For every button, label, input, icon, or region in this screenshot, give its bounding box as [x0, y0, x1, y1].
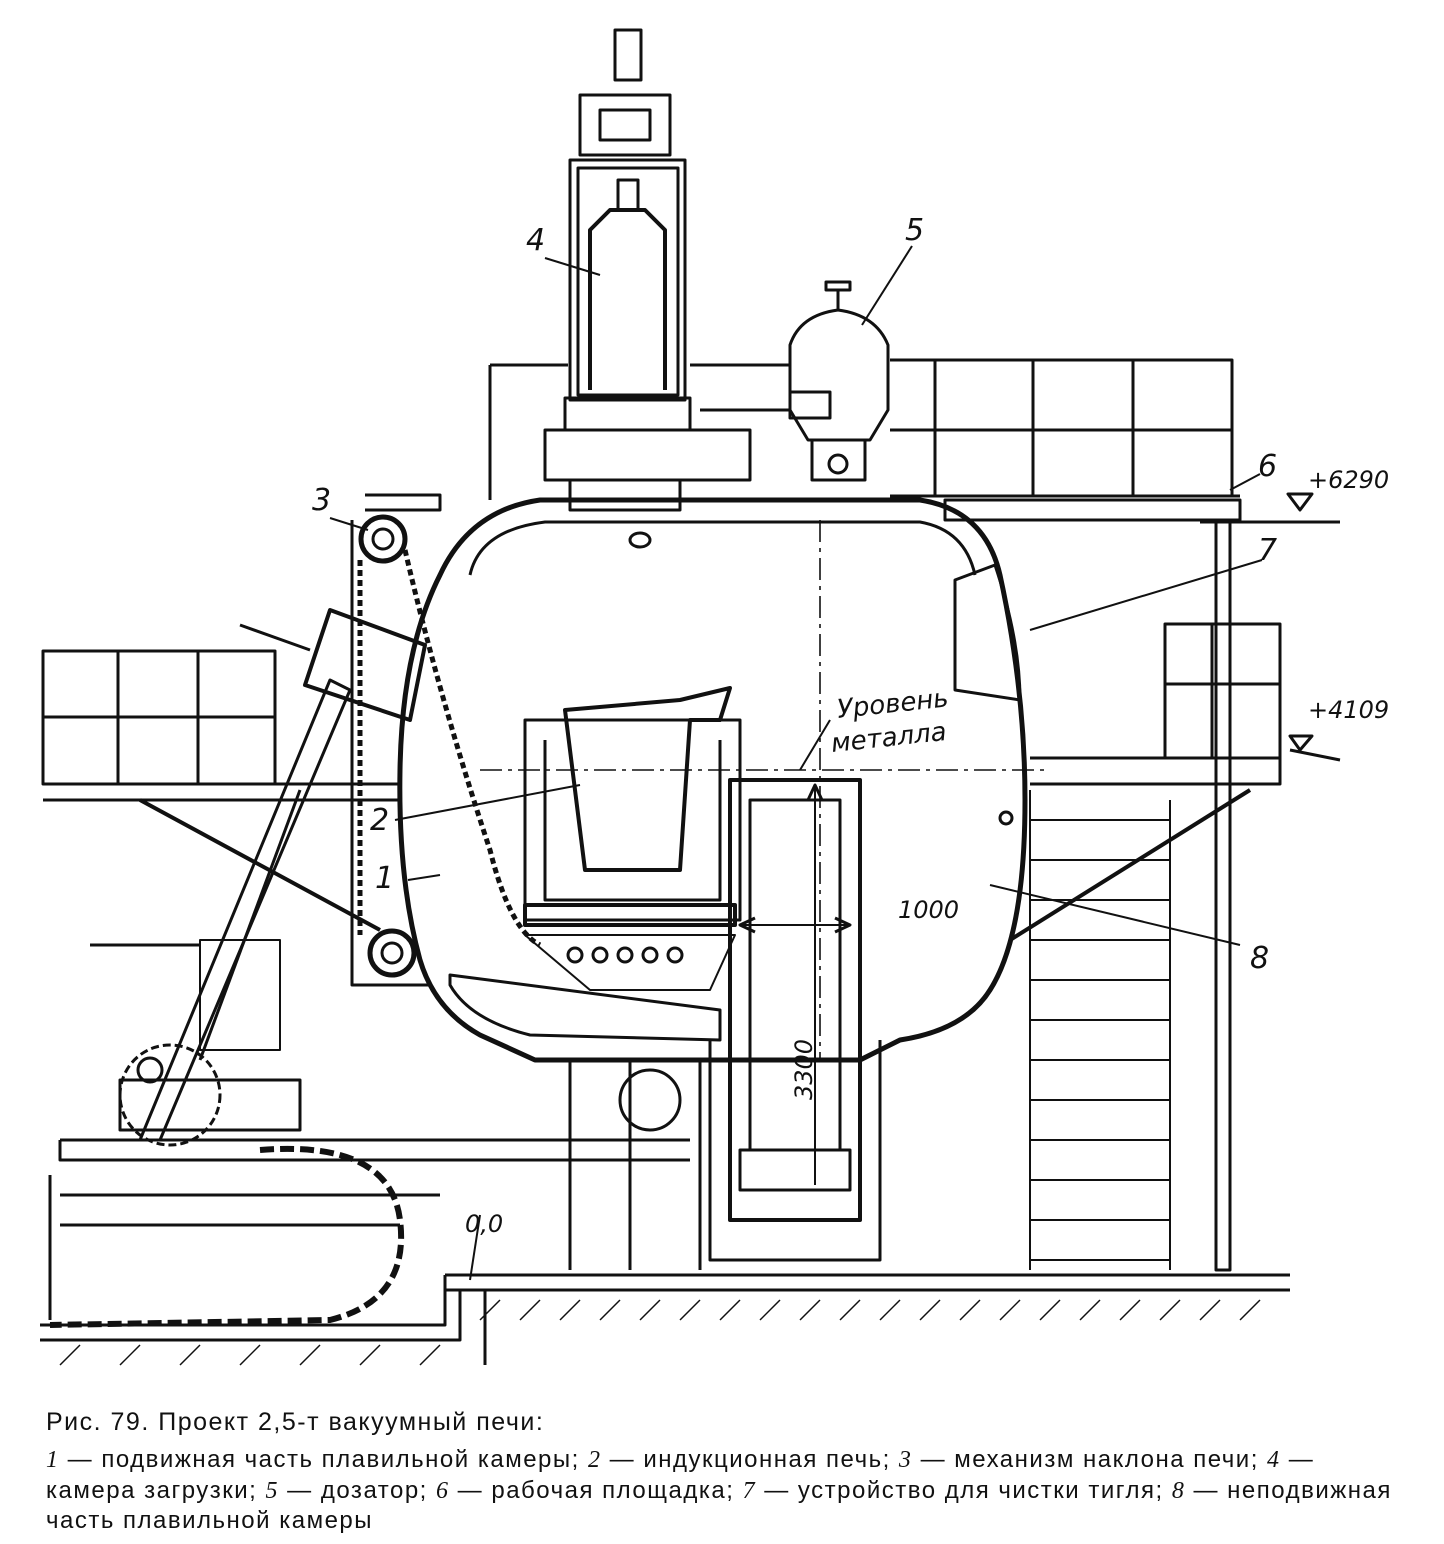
label-3: 3 [312, 483, 331, 518]
legend-text: — устройство для чистки тигля; [756, 1476, 1172, 1504]
label-5: 5 [905, 213, 924, 248]
dozer-5 [700, 280, 890, 482]
legend-number: 1 [46, 1447, 60, 1473]
legend-text: — дозатор; [279, 1476, 437, 1504]
label-1: 1 [375, 861, 394, 896]
legend-item: 7 — устройство для чистки тигля; [743, 1477, 1172, 1504]
legend-text: — подвижная часть плавильной камеры; [59, 1446, 588, 1473]
dimension-3300: 3300 [790, 1039, 818, 1100]
label-8: 8 [1250, 941, 1269, 976]
label-4: 4 [526, 223, 545, 258]
legend-item: 5 — дозатор; [266, 1477, 437, 1504]
tilt-mechanism-3 [239, 493, 542, 987]
right-platform [1008, 622, 1341, 1270]
legend-number: 6 [436, 1477, 450, 1504]
melting-chamber [397, 497, 1050, 1063]
elevation-4109: +4109 [1308, 696, 1389, 724]
floor-ground [40, 1138, 1290, 1366]
furnace-drawing: 4 5 3 6 7 2 1 8 +6290 +4109 0,0 1000 330… [40, 28, 1389, 1366]
left-platform [41, 649, 402, 1142]
legend-number: 8 [1171, 1477, 1186, 1504]
leader-lines [329, 245, 1263, 1281]
legend-number: 5 [265, 1477, 280, 1504]
label-7: 7 [1258, 533, 1277, 568]
dimension-1000: 1000 [898, 896, 959, 924]
legend-text: — камера загрузки; [46, 1446, 1315, 1504]
legend-text: — индукционная печь; [601, 1446, 899, 1473]
legend-item: 3 — механизм наклона печи; [899, 1446, 1267, 1473]
legend-item: 6 — рабочая площадка; [436, 1477, 743, 1504]
elevation-6290: +6290 [1308, 466, 1389, 494]
legend-number: 4 [1267, 1447, 1281, 1473]
legend-item: 2 — индукционная печь; [588, 1446, 899, 1473]
legend-text: — механизм наклона печи; [912, 1446, 1268, 1473]
caption-title: Рис. 79. Проект 2,5-т вакуумный печи: [46, 1408, 545, 1436]
legend-item: 1 — подвижная часть плавильной камеры; [46, 1446, 588, 1473]
caption-legend: 1 — подвижная часть плавильной камеры; 2… [46, 1445, 1406, 1537]
platform-6 [488, 358, 1340, 1272]
legend-number: 2 [588, 1447, 602, 1473]
legend-number: 3 [898, 1447, 913, 1473]
label-2: 2 [370, 803, 389, 838]
figure-caption: Рис. 79. Проект 2,5-т вакуумный печи: 1 … [46, 1408, 1406, 1537]
legend-item: 4 — камера загрузки; [46, 1446, 1314, 1504]
legend-text: — рабочая площадка; [449, 1476, 743, 1504]
loading-chamber-4 [543, 28, 752, 512]
legend-text: — неподвижная часть плавильной камеры [46, 1476, 1392, 1535]
legend-item: 8 — неподвижная часть плавильной камеры [46, 1477, 1392, 1535]
pedestal [568, 778, 882, 1270]
induction-furnace-2 [523, 686, 742, 991]
label-6: 6 [1258, 449, 1277, 484]
elevation-0: 0,0 [465, 1210, 503, 1238]
legend-number: 7 [742, 1477, 757, 1504]
drive-unit [90, 939, 302, 1147]
